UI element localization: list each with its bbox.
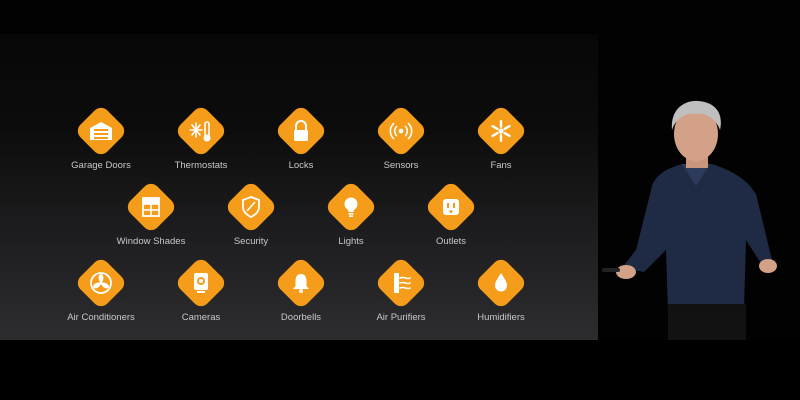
category-tile-fans: Fans: [451, 104, 551, 171]
category-tile-humidifiers: Humidifiers: [451, 256, 551, 323]
category-tile-air-purifiers: Air Purifiers: [351, 256, 451, 323]
category-label: Humidifiers: [477, 312, 525, 323]
camera-icon: [194, 273, 208, 293]
category-label: Thermostats: [174, 160, 228, 171]
category-label: Locks: [288, 160, 314, 171]
category-label: Window Shades: [116, 236, 186, 247]
presenter-photo: [602, 100, 777, 340]
category-label: Doorbells: [280, 312, 322, 323]
garage-door-icon: [90, 122, 112, 140]
presentation-screen: Garage Doors Thermostats: [0, 34, 598, 340]
category-tile-thermostats: Thermostats: [151, 104, 251, 171]
air-conditioner-icon: [90, 272, 112, 294]
category-label: Air Conditioners: [67, 312, 135, 323]
droplet-icon: [495, 273, 507, 292]
fan-icon: [491, 120, 511, 142]
air-purifier-icon: [394, 273, 411, 293]
lock-icon: [294, 120, 308, 141]
sensor-icon: [389, 122, 413, 140]
category-label: Fans: [490, 160, 512, 171]
category-tile-outlets: Outlets: [401, 180, 501, 247]
stage-floor: [0, 340, 800, 400]
category-tile-locks: Locks: [251, 104, 351, 171]
category-tile-garage-doors: Garage Doors: [51, 104, 151, 171]
category-tile-doorbells: Doorbells: [251, 256, 351, 323]
category-tile-air-conditioners: Air Conditioners: [51, 256, 151, 323]
window-shade-icon: [142, 197, 160, 217]
category-label: Outlets: [435, 236, 467, 247]
category-label: Garage Doors: [71, 160, 131, 171]
bell-icon: [293, 274, 309, 293]
light-bulb-icon: [344, 197, 358, 217]
category-tile-security: Security: [201, 180, 301, 247]
shield-icon: [242, 196, 260, 219]
outlet-icon: [443, 199, 459, 215]
category-label: Sensors: [383, 160, 419, 171]
category-tile-sensors: Sensors: [351, 104, 451, 171]
category-label: Security: [233, 236, 269, 247]
category-label: Cameras: [181, 312, 221, 323]
thermostat-icon: [189, 121, 211, 142]
category-label: Lights: [338, 236, 364, 247]
category-tile-window-shades: Window Shades: [101, 180, 201, 247]
category-tile-lights: Lights: [301, 180, 401, 247]
category-tile-cameras: Cameras: [151, 256, 251, 323]
category-label: Air Purifiers: [376, 312, 426, 323]
